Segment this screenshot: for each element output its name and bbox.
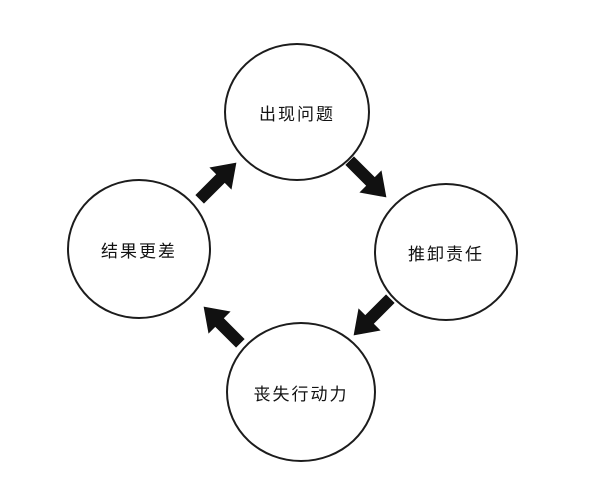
- node-lose-motivation-label: 丧失行动力: [253, 384, 349, 405]
- node-problem-appears-label: 出现问题: [259, 104, 335, 125]
- node-worse-results: 结果更差: [67, 179, 211, 319]
- arrow-down-right-icon: [336, 147, 400, 211]
- node-problem-appears: 出现问题: [224, 43, 370, 181]
- node-lose-motivation: 丧失行动力: [226, 322, 376, 462]
- node-shift-blame-label: 推卸责任: [408, 244, 484, 265]
- arrow-up-right-icon: [186, 149, 250, 213]
- arrow-down-left-icon: [340, 285, 404, 349]
- node-shift-blame: 推卸责任: [374, 183, 518, 321]
- arrow-up-left-icon: [190, 293, 254, 357]
- node-worse-results-label: 结果更差: [101, 241, 177, 262]
